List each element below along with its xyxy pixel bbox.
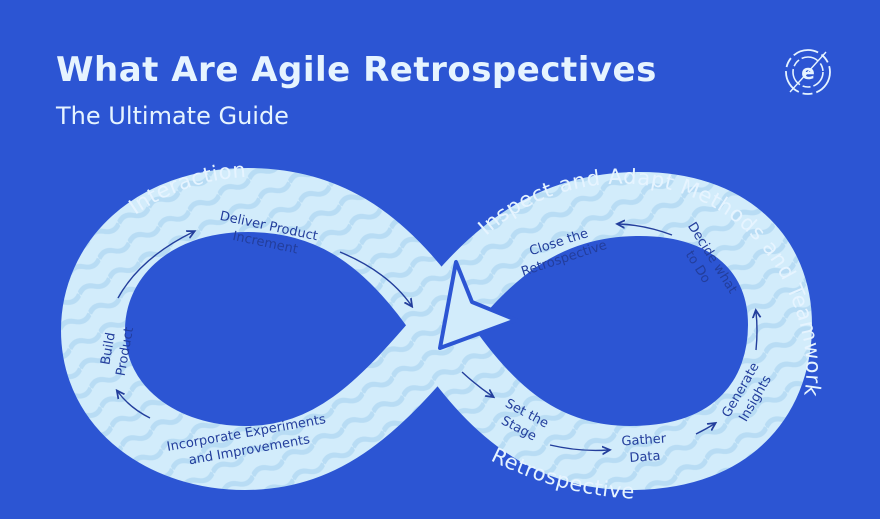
svg-text:e: e xyxy=(801,60,815,84)
infinity-band xyxy=(61,168,812,490)
page-title: What Are Agile Retrospectives xyxy=(56,50,657,90)
flow-arrow-gather xyxy=(549,444,608,450)
page-subtitle: The Ultimate Guide xyxy=(56,102,289,130)
loop-arrowhead xyxy=(438,260,518,350)
step-gather-data: Gather Data xyxy=(621,431,667,466)
flow-arrow-incorporate xyxy=(118,392,151,419)
flow-arrow-build xyxy=(117,232,193,299)
flow-arrow-close xyxy=(619,224,673,236)
flow-arrow-set xyxy=(461,371,492,396)
flow-arrow-generate xyxy=(695,424,714,435)
svg-text:Data: Data xyxy=(629,449,661,466)
svg-text:Gather: Gather xyxy=(621,431,667,449)
e-logo-icon: e xyxy=(785,49,831,95)
flow-arrow-decide xyxy=(756,312,757,351)
flow-arrow-deliver xyxy=(339,251,411,305)
svg-text:Build: Build xyxy=(98,331,118,366)
